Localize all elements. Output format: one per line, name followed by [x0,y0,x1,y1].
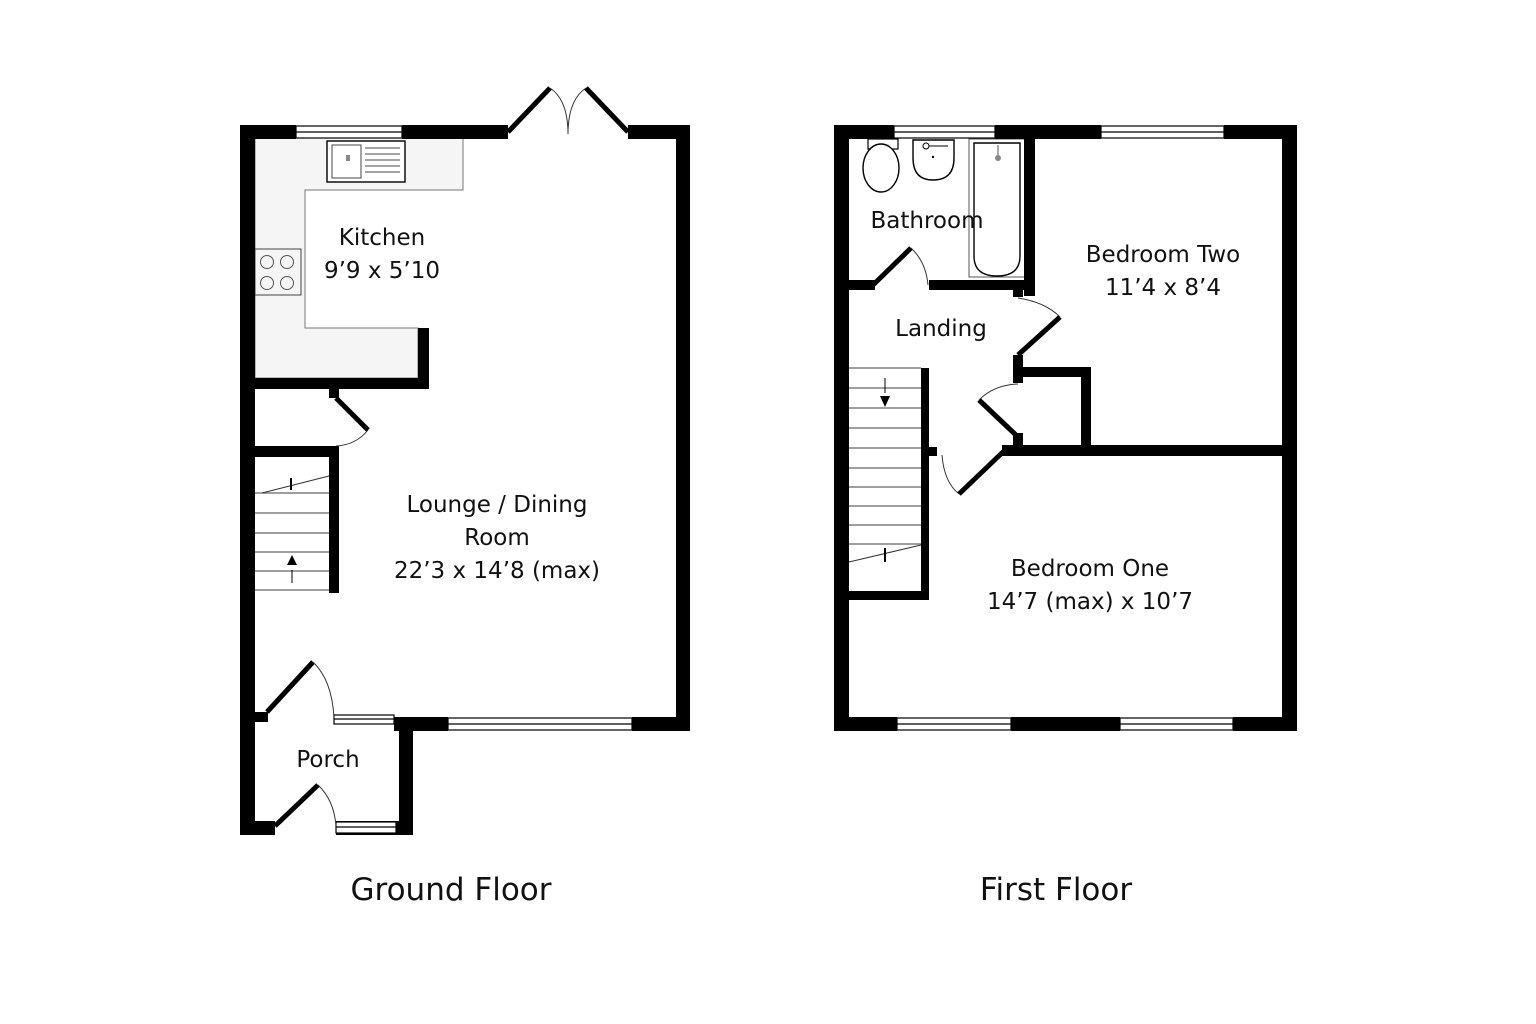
room-label-lounge-dining: Lounge / Dining Room 22’3 x 14’8 (max) [394,494,600,583]
arrow-down-icon [880,396,890,407]
wall [849,280,875,290]
wall [628,125,690,139]
staircase-ground [255,475,330,591]
bathroom-door [871,246,929,287]
wall [240,821,275,835]
wall [834,125,894,139]
room-name: Kitchen [338,225,426,251]
wall [834,125,849,731]
wall [676,125,690,731]
room-dimensions: 22’3 x 14’8 (max) [393,558,601,584]
toilet-icon [862,138,900,193]
wall [255,378,429,389]
wall [929,280,1035,290]
wall [240,125,255,835]
wall [418,328,429,389]
wall [1233,717,1297,731]
wall [1013,285,1023,297]
room-label-kitchen: Kitchen 9’9 x 5’10 [324,227,440,283]
room-label-bathroom: Bathroom [871,210,984,233]
wall [921,368,929,598]
room-name: Lounge / Dining [406,492,588,518]
wall [1282,125,1297,731]
wall [1081,367,1091,447]
wall [329,389,339,398]
floor-title-first: First Floor [979,872,1133,908]
room-name: Bathroom [870,208,984,234]
room-label-porch: Porch [296,749,359,772]
wall [995,125,1101,139]
wall [255,446,339,457]
cupboard-door [977,383,1019,438]
room-name: Porch [296,747,360,773]
wall [329,446,339,593]
cupboard-door [334,396,370,447]
wall [632,717,690,731]
room-dimensions: 9’9 x 5’10 [323,258,441,284]
bedroom-one-door [941,449,1006,496]
wall [240,712,268,722]
wall [921,447,937,456]
front-door [273,783,337,828]
room-name: Bedroom One [1010,556,1170,582]
room-label-bedroom-two: Bedroom Two 11’4 x 8’4 [1086,244,1240,300]
basin-icon [912,139,955,181]
room-dimensions: 14’7 (max) x 10’7 [986,589,1194,615]
wall [1002,445,1282,456]
first-floor-plan [834,125,1297,731]
wall [1013,367,1091,377]
room-name: Bedroom Two [1085,242,1241,268]
wall [402,125,508,139]
room-label-bedroom-one: Bedroom One 14’7 (max) x 10’7 [987,558,1193,614]
sink-icon [326,140,406,183]
bedroom-two-door [1016,297,1062,357]
arrow-up-icon [287,555,297,565]
hob-icon [254,248,302,296]
wall [1224,125,1297,139]
room-name: Landing [895,316,987,342]
wall [399,717,413,835]
floor-title-ground: Ground Floor [350,872,552,908]
bath-icon [968,138,1026,278]
room-dimensions: 11’4 x 8’4 [1104,275,1222,301]
room-name: Room [464,525,530,551]
wall [240,125,296,139]
room-label-landing: Landing [895,318,987,341]
ground-floor-plan [240,86,690,835]
wall [849,591,929,600]
wall [834,717,897,731]
wall [1011,717,1120,731]
french-doors [506,86,630,135]
wall [1024,125,1035,296]
staircase-first [848,367,922,563]
porch-inner-door [265,660,335,719]
wall [1013,433,1023,445]
